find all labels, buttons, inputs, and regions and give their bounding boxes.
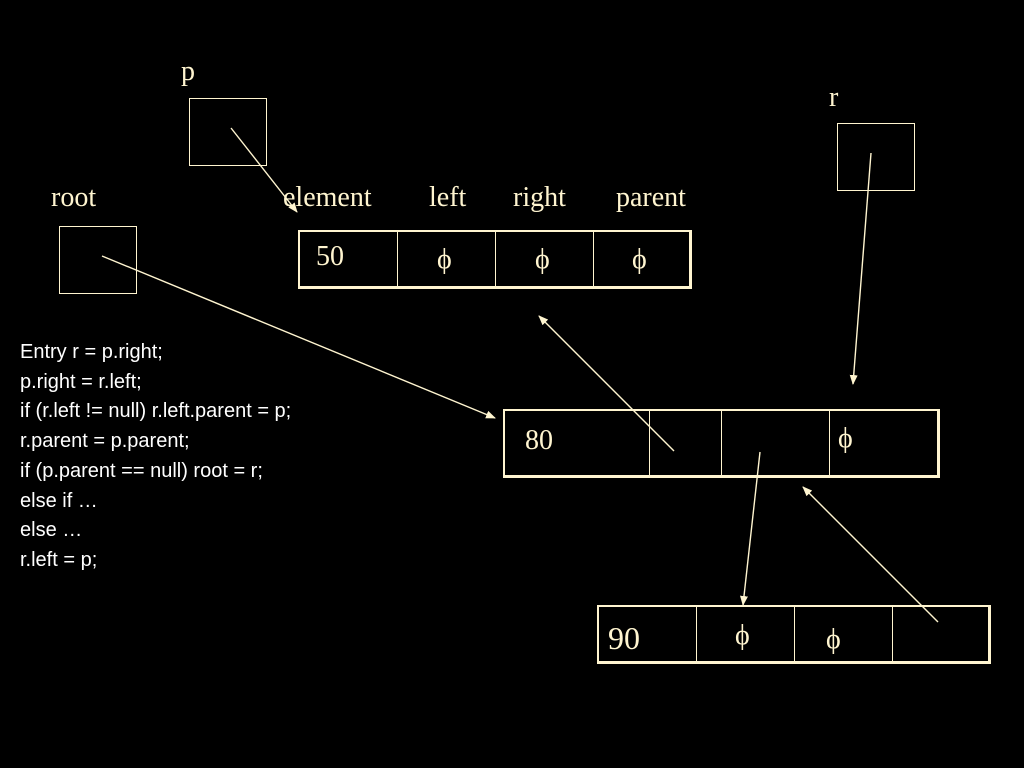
code-line: p.right = r.left; <box>20 370 142 393</box>
header-right: right <box>513 182 566 213</box>
code-line: else if … <box>20 489 98 512</box>
arrow-90-parent-to-node-80 <box>802 486 939 623</box>
header-parent: parent <box>616 182 686 213</box>
header-left: left <box>429 182 467 213</box>
node-50-parent-phi: ϕ <box>632 244 647 275</box>
code-line: Entry r = p.right; <box>20 341 163 363</box>
code-line: if (r.left != null) r.left.parent = p; <box>20 400 292 423</box>
node-50-parent-cell <box>593 230 692 289</box>
node-90-right-phi: ϕ <box>826 624 841 655</box>
code-line: else … <box>20 519 83 542</box>
code-line: r.left = p; <box>20 548 98 571</box>
arrow-80-left-to-node-50 <box>538 315 675 452</box>
code-line: if (p.parent == null) root = r; <box>20 459 263 482</box>
node-80-parent-phi: ϕ <box>838 423 853 454</box>
node-90-parent-cell <box>892 605 991 664</box>
code-line: r.parent = p.parent; <box>20 430 190 453</box>
node-50-left-phi: ϕ <box>437 244 452 275</box>
var-box-r <box>837 123 915 191</box>
node-90-left-phi: ϕ <box>735 620 750 651</box>
var-box-p <box>189 98 267 166</box>
var-box-root <box>59 226 137 294</box>
arrow-p-to-node-50 <box>230 127 298 213</box>
var-label-p: p <box>181 56 195 87</box>
node-80-element-value: 80 <box>525 425 553 456</box>
node-50-element-value: 50 <box>316 241 344 272</box>
node-80-parent-cell <box>829 409 940 478</box>
code-listing: Entry r = p.right; p.right = r.left; if … <box>20 338 291 576</box>
node-90-element-value: 90 <box>608 620 640 656</box>
header-element: element <box>283 182 372 213</box>
var-label-r: r <box>829 82 839 113</box>
arrow-root-to-node-80 <box>101 255 496 419</box>
arrow-r-to-node-80 <box>849 152 872 385</box>
arrow-80-right-to-node-90 <box>740 451 761 606</box>
var-label-root: root <box>51 182 97 213</box>
node-50-right-phi: ϕ <box>535 244 550 275</box>
